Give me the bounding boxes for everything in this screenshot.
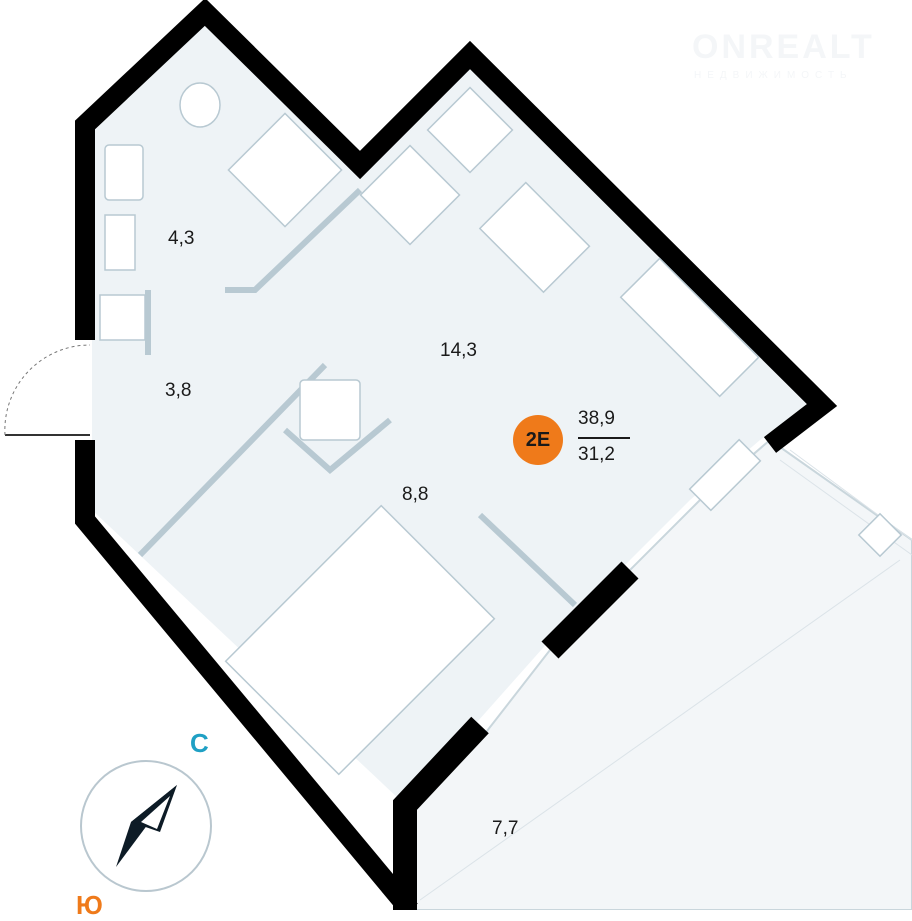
room-area-bathroom: 4,3 [168, 228, 195, 249]
total-area: 38,9 [578, 408, 615, 429]
outer-wall-lower [75, 440, 418, 910]
room-area-bedroom: 8,8 [402, 484, 429, 505]
compass-ring [80, 760, 212, 892]
living-area: 31,2 [578, 444, 615, 465]
logo-subtitle: НЕДВИЖИМОСТЬ [694, 70, 853, 81]
logo-text: ONREALT [692, 28, 875, 66]
outer-wall [75, 0, 838, 453]
wall-segment [393, 716, 489, 910]
apartment-type-badge: 2E [513, 415, 563, 465]
compass-needle-highlight [141, 796, 170, 829]
room-area-hall: 3,8 [165, 380, 192, 401]
interior-walls [137, 187, 578, 608]
area-divider [578, 437, 630, 439]
room-area-kitchen-living: 14,3 [440, 340, 477, 361]
wall-segment [541, 561, 639, 659]
compass-needle-north [131, 785, 177, 832]
compass-south-label: Ю [76, 890, 103, 920]
floor-area [92, 22, 812, 800]
room-area-balcony: 7,7 [492, 818, 519, 839]
fixtures [99, 82, 903, 776]
compass-north-label: С [190, 728, 209, 758]
door-swing [4, 344, 91, 436]
